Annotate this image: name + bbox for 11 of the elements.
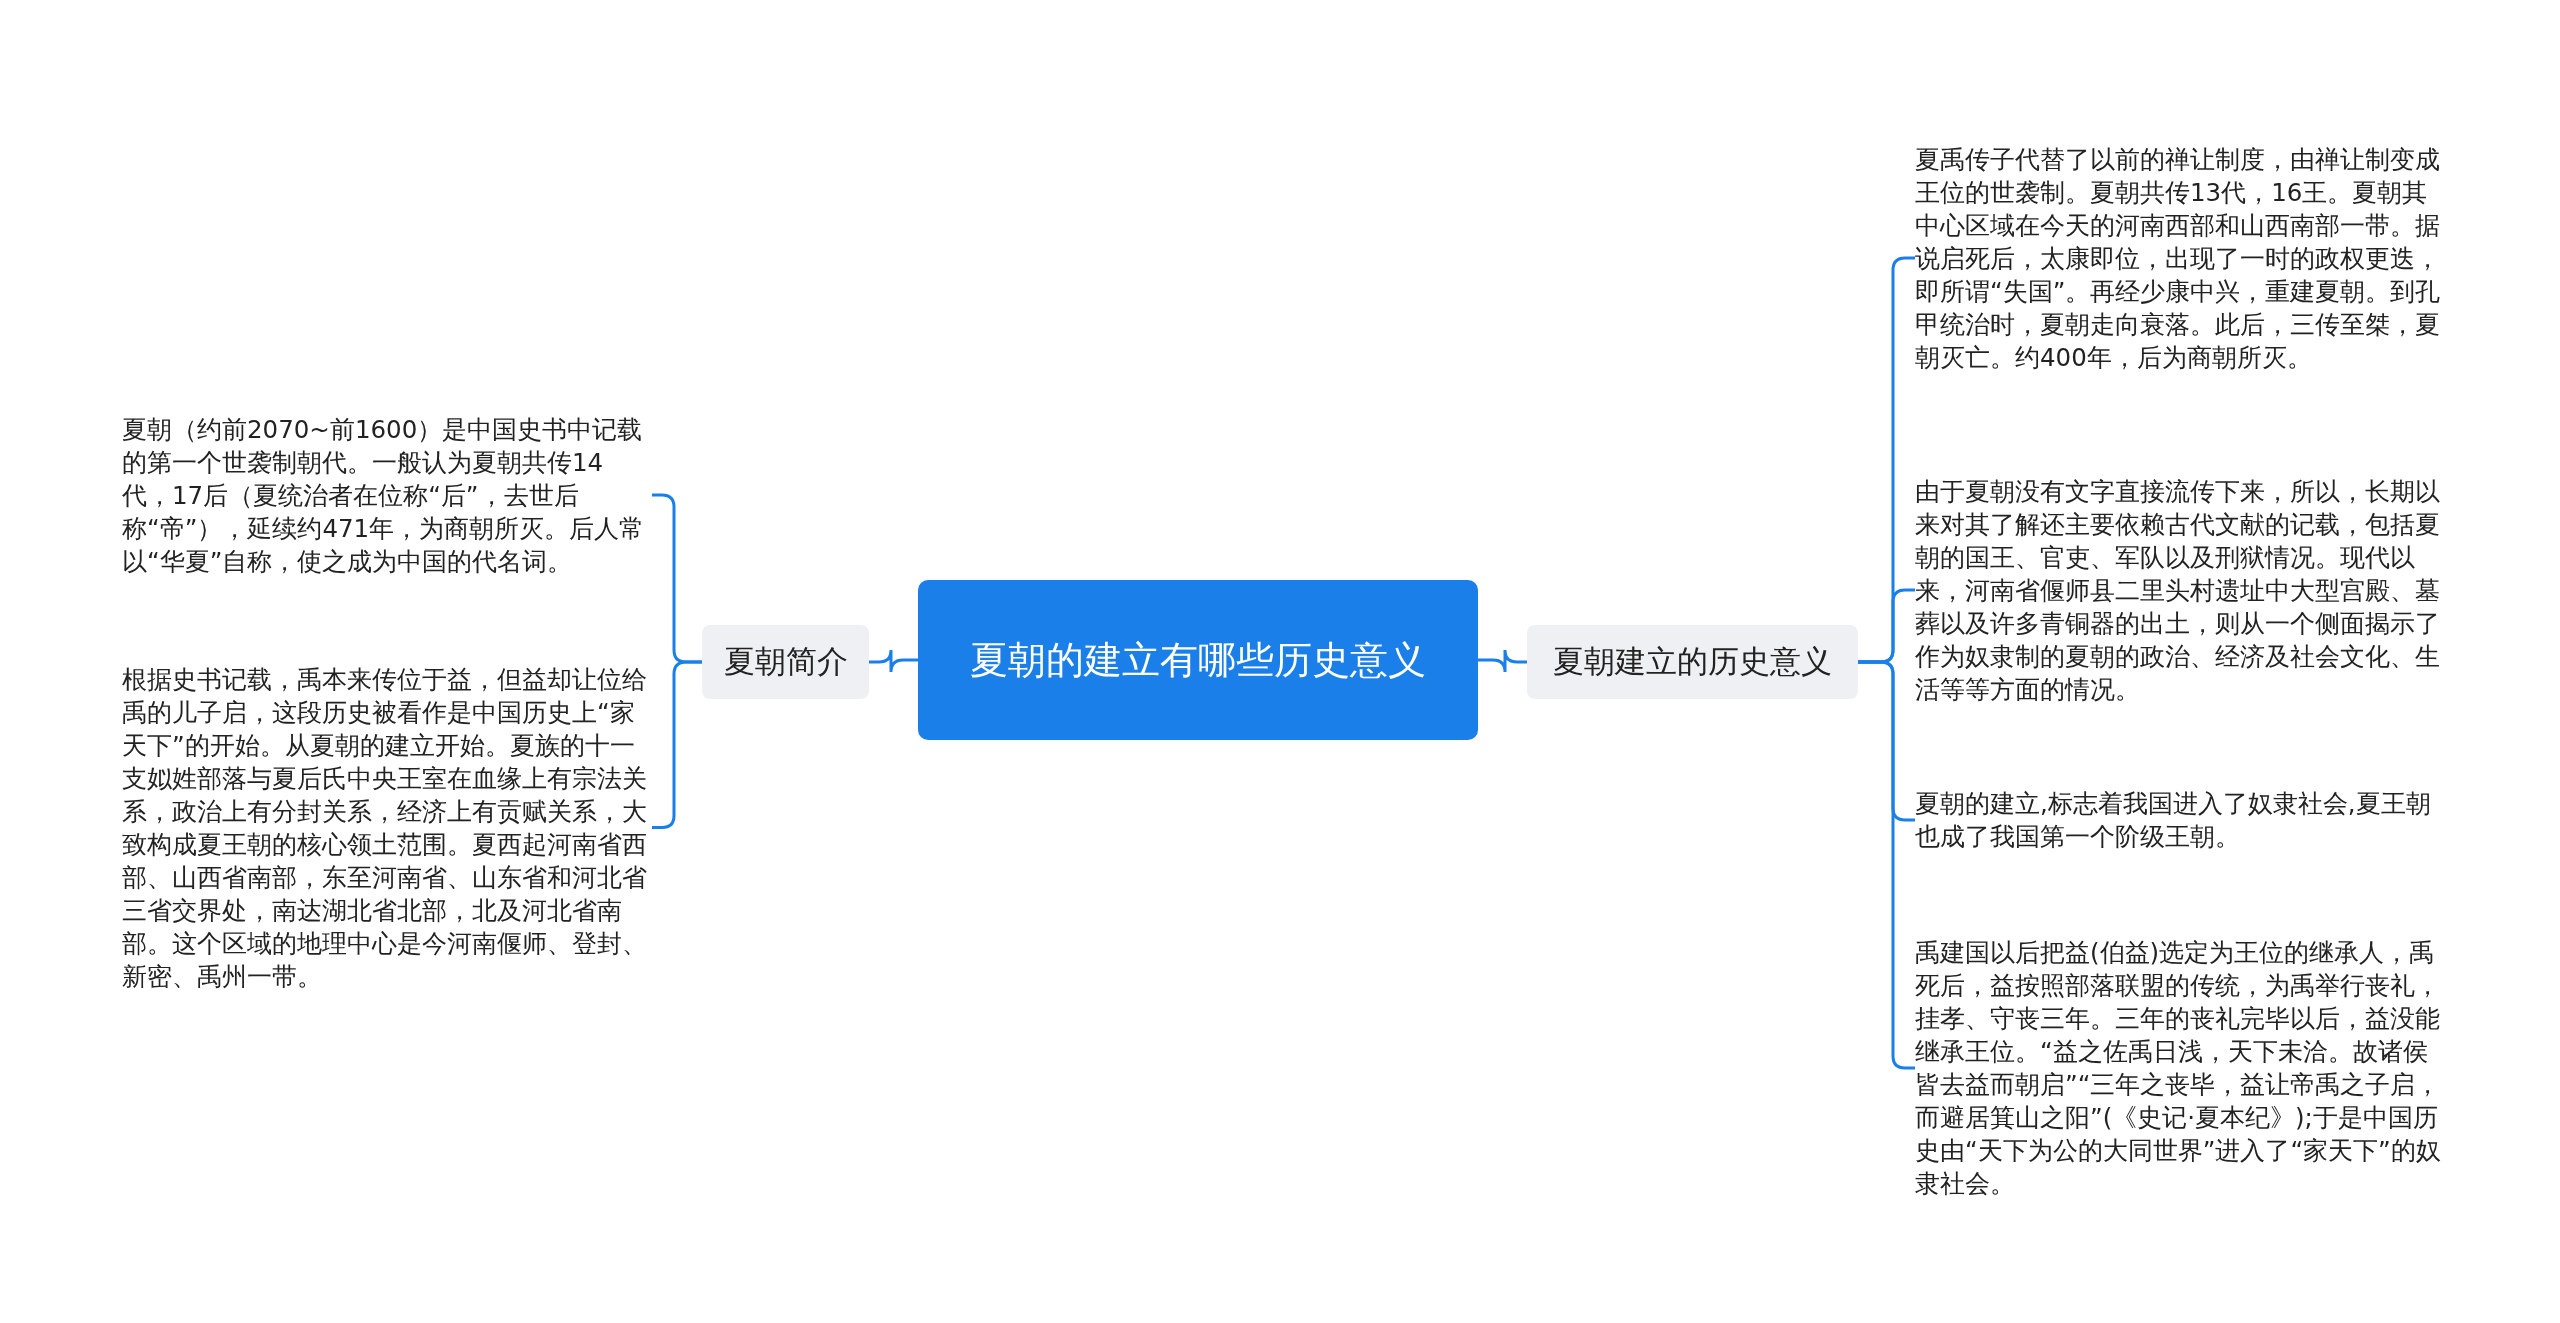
connector-line xyxy=(869,648,918,674)
note-text: 夏朝的建立,标志着我国进入了奴隶社会,夏王朝也成了我国第一个阶级王朝。 xyxy=(1915,780,2445,860)
note-text: 根据史书记载，禹本来传位于益，但益却让位给禹的儿子启，这段历史被看作是中国历史上“家天下”的开始。从夏朝的建立开始。夏族的十一支姒姓部落与夏后氏中央王室在血缘上有宗法关系，政治上有分封关系，经济上有贡赋关系，大致构成夏王朝的核心领土范围。夏西起河南省西部、山西省南部，东至河南省、山东省和河北省三省交界处，南达湖北省北部，北及河北省南部。这个区域的地理中心是今河南偃师、登封、新密、禹州一带。 xyxy=(122,655,652,1000)
topic-box: 夏朝的建立有哪些历史意义 xyxy=(918,580,1478,740)
connector-line xyxy=(1478,648,1527,674)
note-text: 禹建国以后把益(伯益)选定为王位的继承人，禹死后，益按照部落联盟的传统，为禹举行丧礼，挂孝、守丧三年。三年的丧礼完毕以后，益没能继承王位。“益之佐禹日浅，天下未洽。故诸侯皆去益而朝启”“三年之丧毕，益让帝禹之子启，而避居箕山之阳”(《史记·夏本纪》);于是中国历史由“天下为公的大同世界”进入了“家天下”的奴隶社会。 xyxy=(1915,928,2445,1208)
note-text: 夏朝（约前2070~前1600）是中国史书中记载的第一个世袭制朝代。一般认为夏朝共传14代，17后（夏统治者在位称“后”，去世后称“帝”），延续约471年，为商朝所灭。后人常以“华夏”自称，使之成为中国的代名词。 xyxy=(122,405,652,585)
subtopic-box: 夏朝简介 xyxy=(702,625,869,699)
note-text: 夏禹传子代替了以前的禅让制度，由禅让制变成王位的世袭制。夏朝共传13代，16王。夏朝其中心区域在今天的河南西部和山西南部一带。据说启死后，太康即位，出现了一时的政权更迭，即所谓“失国”。再经少康中兴，重建夏朝。到孔甲统治时，夏朝走向衰落。此后，三传至桀，夏朝灭亡。约400年，后为商朝所灭。 xyxy=(1915,118,2445,398)
subtopic-box: 夏朝建立的历史意义 xyxy=(1527,625,1858,699)
note-text: 由于夏朝没有文字直接流传下来，所以，长期以来对其了解还主要依赖古代文献的记载，包括夏朝的国王、官吏、军队以及刑狱情况。现代以来，河南省偃师县二里头村遗址中大型宫殿、墓葬以及许多青铜器的出土，则从一个侧面揭示了作为奴隶制的夏朝的政治、经济及社会文化、生活等等方面的情况。 xyxy=(1915,470,2445,710)
